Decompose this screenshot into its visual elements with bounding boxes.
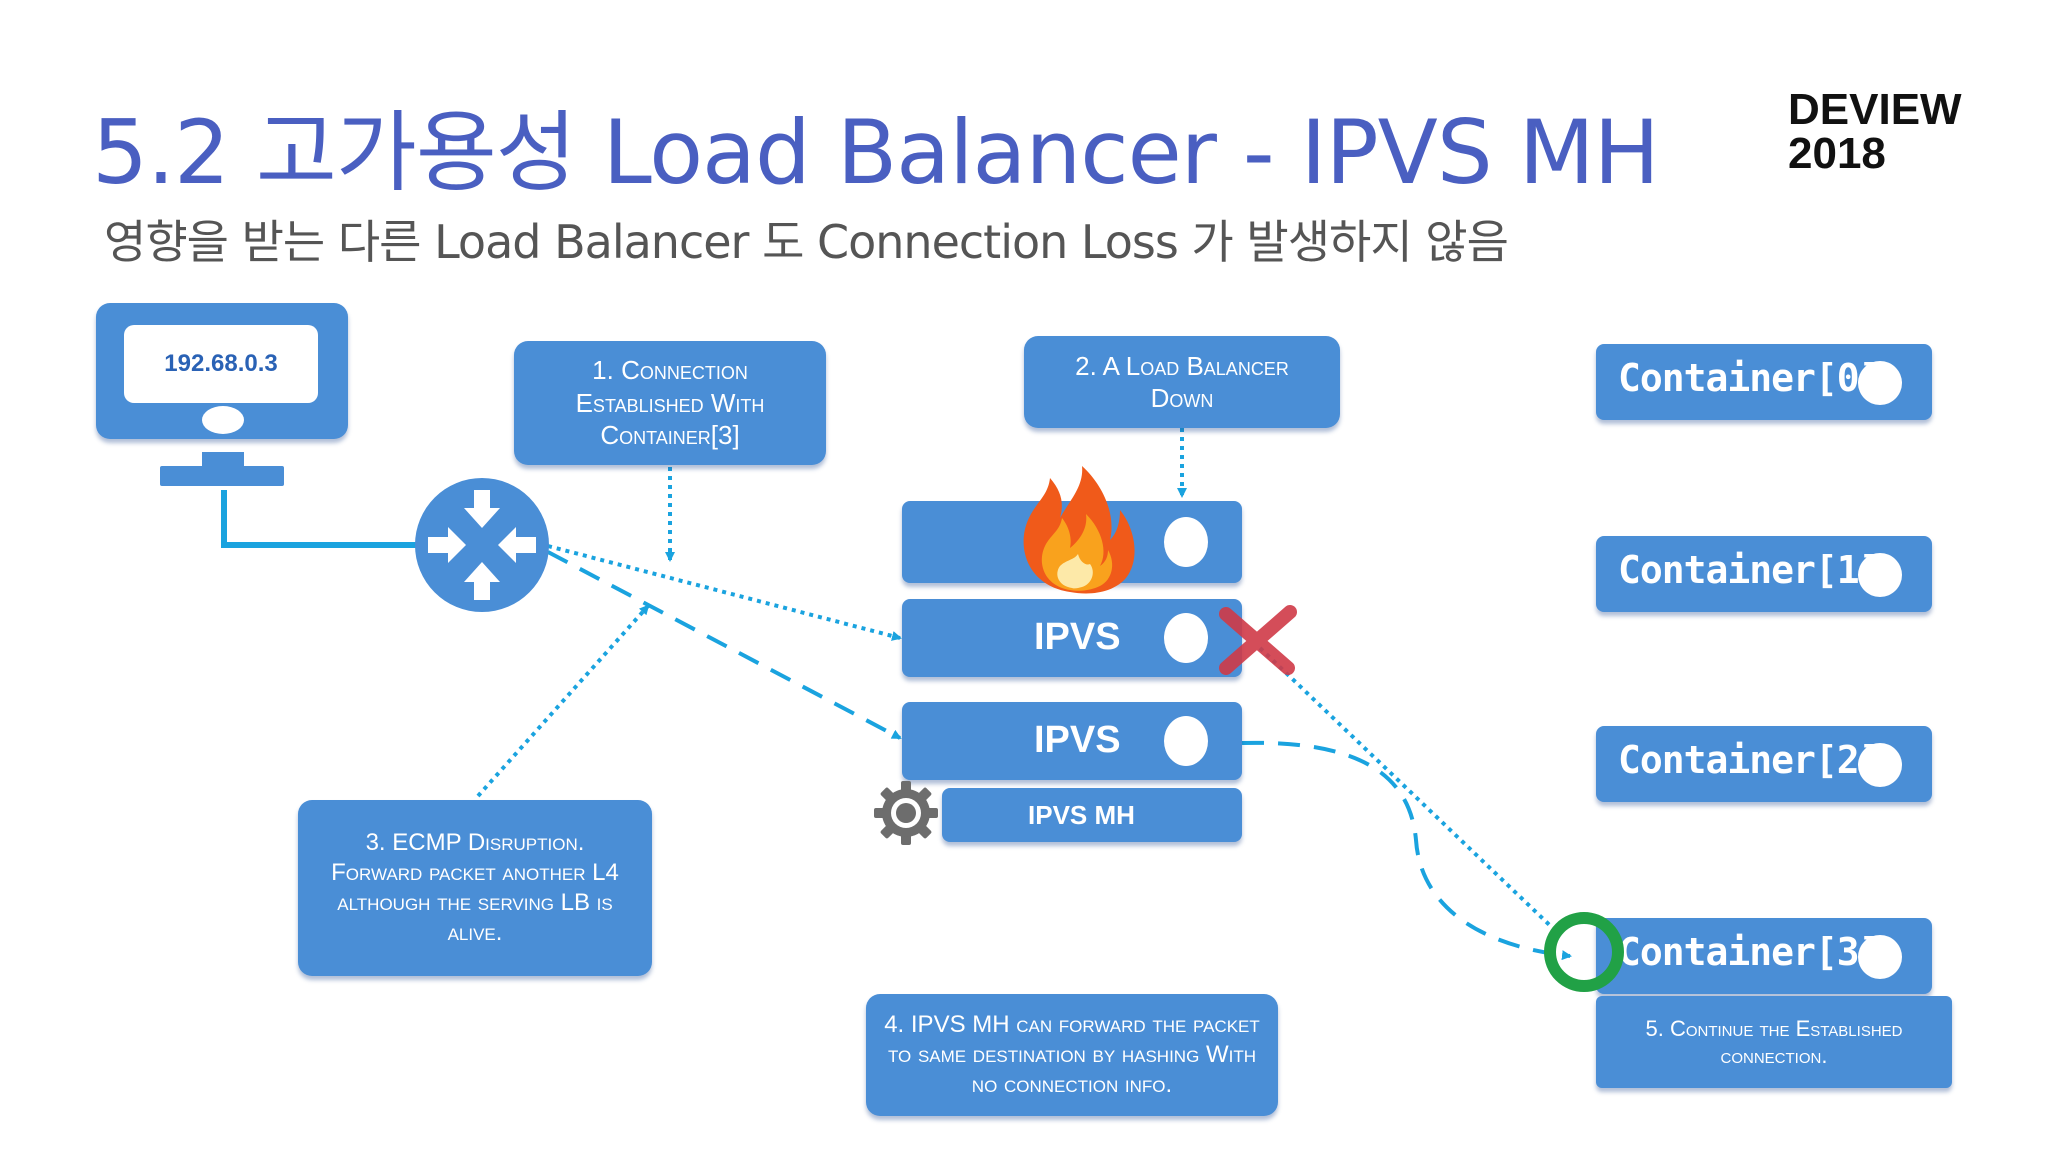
load-balancer-ipvs-2: IPVS <box>902 702 1242 780</box>
load-balancer-ipvs-1: IPVS <box>902 599 1242 677</box>
callout-step-4-text: 4. IPVS MH can forward the packet to sam… <box>884 1011 1260 1098</box>
container-3-label: Container[3] <box>1618 930 1882 974</box>
callout-step-1-text: 1. Connection Established With Container… <box>575 355 765 451</box>
deview-logo: DEVIEW 2018 <box>1788 88 1962 176</box>
container-0: Container[0] <box>1596 344 1932 420</box>
callout-step-4: 4. IPVS MH can forward the packet to sam… <box>866 994 1278 1116</box>
callout-step-3-text: 3. ECMP Disruption. Forward packet anoth… <box>331 829 619 946</box>
original-flow-arrow <box>547 544 902 641</box>
rerouted-flow-arrow <box>547 550 902 740</box>
lost-connection-line <box>1258 646 1562 937</box>
status-dot <box>1164 716 1208 766</box>
monitor-button <box>202 406 244 434</box>
container-0-label: Container[0] <box>1618 356 1882 400</box>
callout-step-2-text: 2. A Load Balancer Down <box>1075 350 1289 414</box>
ipvs-mh-bar: IPVS MH <box>942 788 1242 842</box>
ipvs-2-label: IPVS <box>1034 719 1121 761</box>
callout-step-2: 2. A Load Balancer Down <box>1024 336 1340 428</box>
ipvs-mh-label: IPVS MH <box>1028 800 1135 830</box>
container-2-label: Container[2] <box>1618 738 1882 782</box>
ipvs-1-label: IPVS <box>1034 616 1121 658</box>
client-cable <box>221 490 420 548</box>
container-1: Container[1] <box>1596 536 1932 612</box>
client-ip: 192.68.0.3 <box>164 350 278 377</box>
status-dot <box>1858 361 1902 405</box>
monitor-screen: 192.68.0.3 <box>124 325 318 403</box>
continued-connection-line <box>1241 740 1572 961</box>
logo-line-2: 2018 <box>1788 129 1886 178</box>
container-1-label: Container[1] <box>1618 548 1882 592</box>
page-subtitle: 영향을 받는 다른 Load Balancer 도 Connection Los… <box>104 215 1509 269</box>
status-dot <box>1858 935 1902 979</box>
status-dot <box>1164 517 1208 567</box>
logo-line-1: DEVIEW <box>1788 85 1962 134</box>
status-dot <box>1858 553 1902 597</box>
status-dot <box>1164 613 1208 663</box>
callout-step-3: 3. ECMP Disruption. Forward packet anoth… <box>298 800 652 976</box>
callout-step-5: 5. Continue the Established connection. <box>1596 996 1952 1088</box>
status-dot <box>1858 743 1902 787</box>
step3-pointer <box>476 604 650 798</box>
monitor-base <box>160 466 284 486</box>
container-2: Container[2] <box>1596 726 1932 802</box>
monitor-neck <box>202 452 244 466</box>
container-3: Container[3] <box>1596 918 1932 994</box>
callout-step-5-text: 5. Continue the Established connection. <box>1645 1015 1903 1069</box>
callout-step-1: 1. Connection Established With Container… <box>514 341 826 465</box>
page-title: 5.2 고가용성 Load Balancer - IPVS MH <box>92 101 1660 204</box>
